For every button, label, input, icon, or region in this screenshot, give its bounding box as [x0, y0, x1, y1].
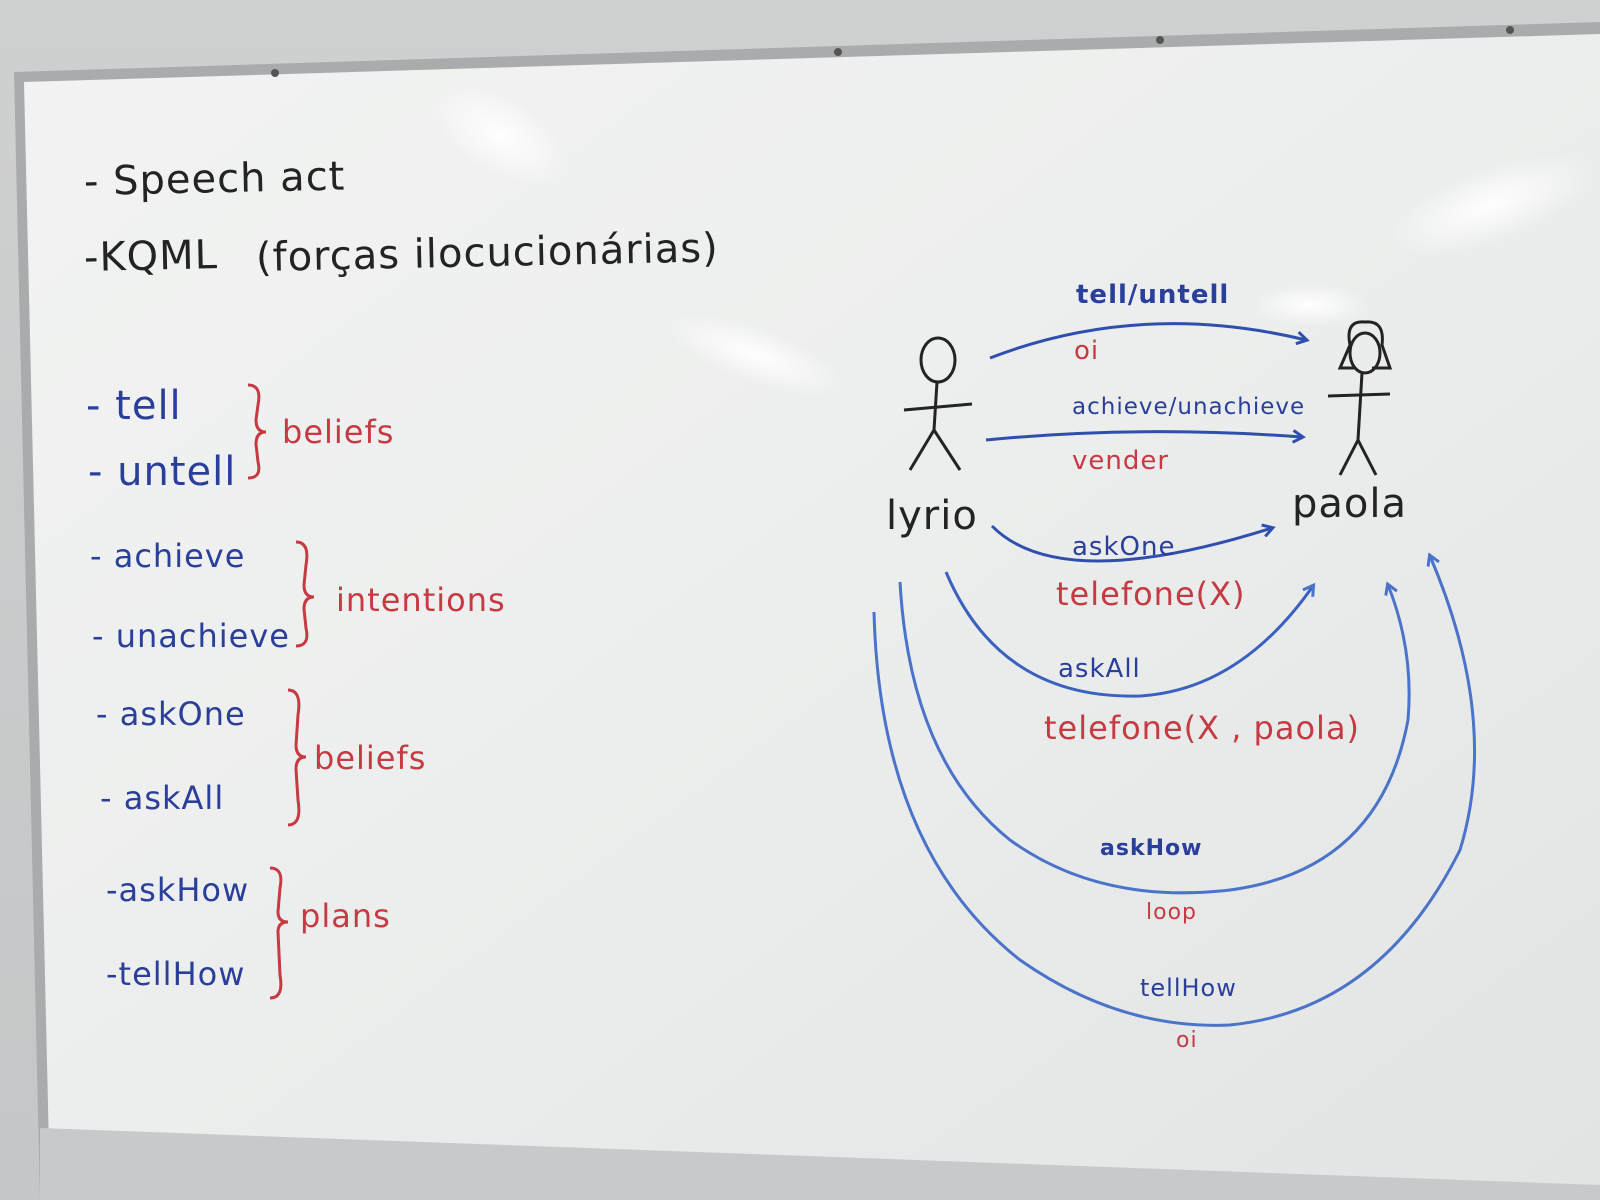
msg-askhow-performative: askHow — [1100, 836, 1203, 861]
brace-beliefs-2 — [287, 688, 307, 827]
light-glare — [1250, 283, 1370, 327]
item-tellhow: -tellHow — [106, 955, 246, 993]
item-askall: - askAll — [100, 779, 225, 817]
arrow-tell-untell — [989, 322, 1306, 360]
arrow-tellhow — [872, 556, 1476, 1027]
light-glare — [1385, 153, 1595, 257]
msg-achieve-performative: achieve/unachieve — [1072, 394, 1306, 420]
agent-paola-label: paola — [1292, 481, 1407, 527]
item-askhow: -askHow — [106, 871, 250, 909]
board-bottom-edge — [40, 1128, 1600, 1200]
brace-plans — [269, 866, 289, 1000]
screw — [1156, 36, 1164, 44]
speech-act-heading: - Speech act — [83, 153, 346, 205]
agent-lyrio-label: lyrio — [886, 493, 978, 539]
msg-askone-performative: askOne — [1072, 532, 1176, 562]
arrow-achieve-unachieve — [985, 432, 1302, 440]
msg-askone-content: telefone(X) — [1056, 575, 1246, 613]
screw — [834, 48, 842, 56]
item-unachieve: - unachieve — [92, 617, 290, 655]
arrow-askhow — [898, 582, 1411, 895]
label-beliefs-2: beliefs — [314, 739, 427, 777]
msg-askall-performative: askAll — [1058, 654, 1141, 684]
lyrio-stick-figure — [903, 336, 973, 471]
msg-askall-content: telefone(X , paola) — [1044, 709, 1361, 747]
paola-stick-figure — [1327, 320, 1393, 476]
msg-tell-untell-performative: tell/untell — [1076, 280, 1230, 310]
label-intentions: intentions — [336, 581, 506, 619]
item-untell: - untell — [88, 449, 237, 495]
item-askone: - askOne — [96, 695, 246, 733]
msg-achieve-content: vender — [1072, 446, 1170, 476]
kqml-note: (forças ilocucionárias) — [255, 225, 720, 281]
screw — [1506, 26, 1514, 34]
light-glare — [432, 83, 568, 187]
msg-askhow-content: loop — [1146, 900, 1197, 925]
msg-tellhow-content: oi — [1176, 1028, 1198, 1053]
arrow-askall — [944, 571, 1313, 698]
light-glare — [665, 313, 845, 397]
label-beliefs: beliefs — [282, 413, 395, 451]
msg-tellhow-performative: tellHow — [1140, 974, 1237, 1002]
kqml-heading: -KQML — [83, 232, 219, 281]
brace-intentions — [295, 540, 315, 648]
screw — [271, 69, 279, 77]
arrow-askone — [990, 526, 1272, 563]
msg-tell-untell-content: oi — [1074, 336, 1100, 366]
label-plans: plans — [300, 897, 391, 935]
item-tell: - tell — [86, 383, 182, 429]
brace-beliefs — [247, 383, 267, 480]
item-achieve: - achieve — [90, 537, 246, 575]
